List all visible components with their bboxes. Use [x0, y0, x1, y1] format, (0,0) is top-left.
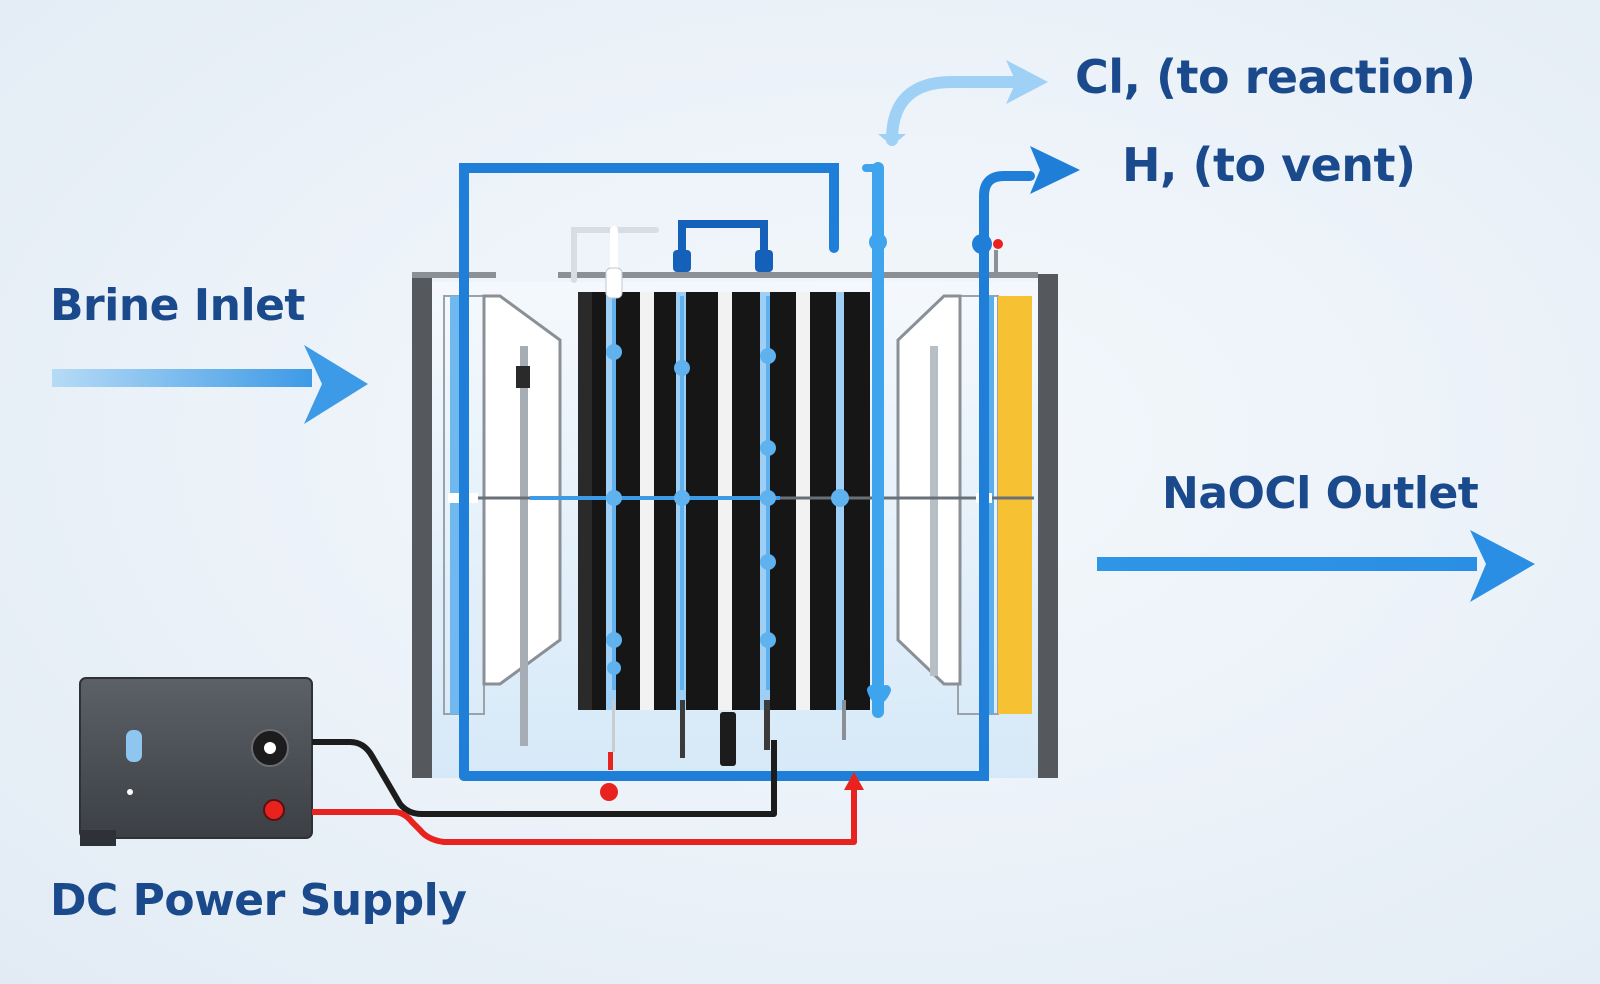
power-indicator-icon	[126, 730, 142, 762]
dc-power-supply	[79, 677, 313, 846]
terminal-icon	[263, 799, 285, 821]
brine-inlet-arrow	[52, 345, 368, 424]
h2-output-arrow	[1030, 146, 1080, 194]
cl2-output-label: Cl, (to reaction)	[1075, 50, 1476, 104]
knob-icon	[251, 729, 289, 767]
terminal-icon	[720, 712, 736, 766]
h2-output-label: H, (to vent)	[1122, 138, 1416, 192]
naocl-outlet-label: NaOCl Outlet	[1162, 468, 1479, 519]
membrane	[998, 296, 1032, 714]
cl2-output-arrow	[878, 60, 1048, 146]
dc-power-supply-label: DC Power Supply	[50, 875, 467, 926]
wiring	[312, 739, 864, 845]
naocl-outlet-arrow	[1097, 530, 1535, 602]
brine-inlet-label: Brine Inlet	[50, 280, 305, 331]
cell-end-plate-right	[1038, 274, 1058, 778]
plumbing	[459, 162, 1035, 781]
cell-end-plate-left	[412, 274, 432, 778]
electrolytic-cell	[412, 272, 1058, 801]
electrode-stack	[578, 292, 870, 710]
